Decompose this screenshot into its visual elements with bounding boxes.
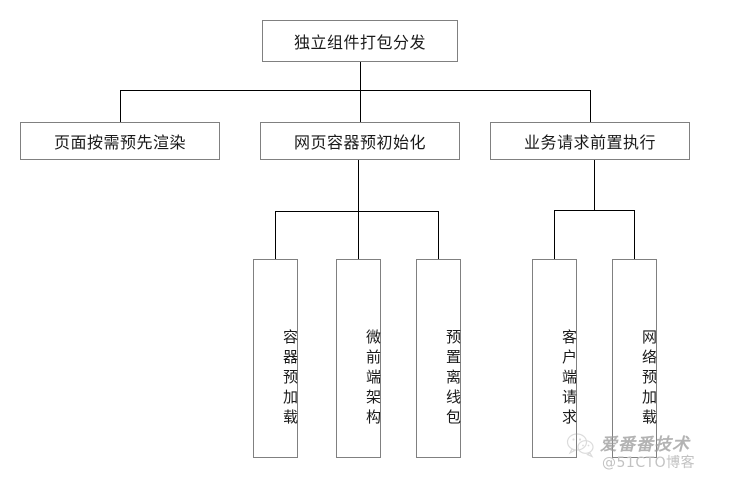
root-node-label: 独立组件打包分发 xyxy=(293,33,426,52)
connector-request-drop-1 xyxy=(554,210,555,259)
level3-node-offline-package: 预置离线包 xyxy=(416,259,462,458)
level3-node-network-preload-label: 网络预加载 xyxy=(640,328,658,429)
level3-node-offline-package-label: 预置离线包 xyxy=(444,328,462,429)
connector-request-bus xyxy=(554,210,635,211)
level3-node-client-request-label: 客户端请求 xyxy=(560,328,578,429)
level2-node-prerender: 页面按需预先渲染 xyxy=(20,122,220,160)
level3-node-container-preload: 容器预加载 xyxy=(253,259,299,458)
level2-node-container-init-label: 网页容器预初始化 xyxy=(293,133,426,152)
level3-node-micro-frontend: 微前端架构 xyxy=(336,259,382,458)
level3-node-container-preload-label: 容器预加载 xyxy=(281,328,299,429)
level2-node-request-preexec-label: 业务请求前置执行 xyxy=(523,133,656,152)
connector-container-stem xyxy=(358,160,359,211)
level3-node-network-preload: 网络预加载 xyxy=(612,259,658,458)
connector-container-drop-2 xyxy=(358,211,359,259)
level2-node-container-init: 网页容器预初始化 xyxy=(260,122,460,160)
connector-request-stem xyxy=(594,160,595,210)
connector-level2-drop-left xyxy=(120,90,121,122)
connector-container-bus xyxy=(275,211,439,212)
connector-container-drop-1 xyxy=(275,211,276,259)
level2-node-request-preexec: 业务请求前置执行 xyxy=(490,122,690,160)
connector-level2-bus xyxy=(120,90,591,91)
root-node: 独立组件打包分发 xyxy=(262,20,458,62)
level3-node-micro-frontend-label: 微前端架构 xyxy=(364,328,382,429)
connector-level2-drop-right xyxy=(590,90,591,122)
level2-node-prerender-label: 页面按需预先渲染 xyxy=(53,133,186,152)
connector-request-drop-2 xyxy=(634,210,635,259)
connector-root-stem xyxy=(360,62,361,90)
connector-container-drop-3 xyxy=(438,211,439,259)
connector-level2-drop-middle xyxy=(360,90,361,122)
level3-node-client-request: 客户端请求 xyxy=(532,259,578,458)
